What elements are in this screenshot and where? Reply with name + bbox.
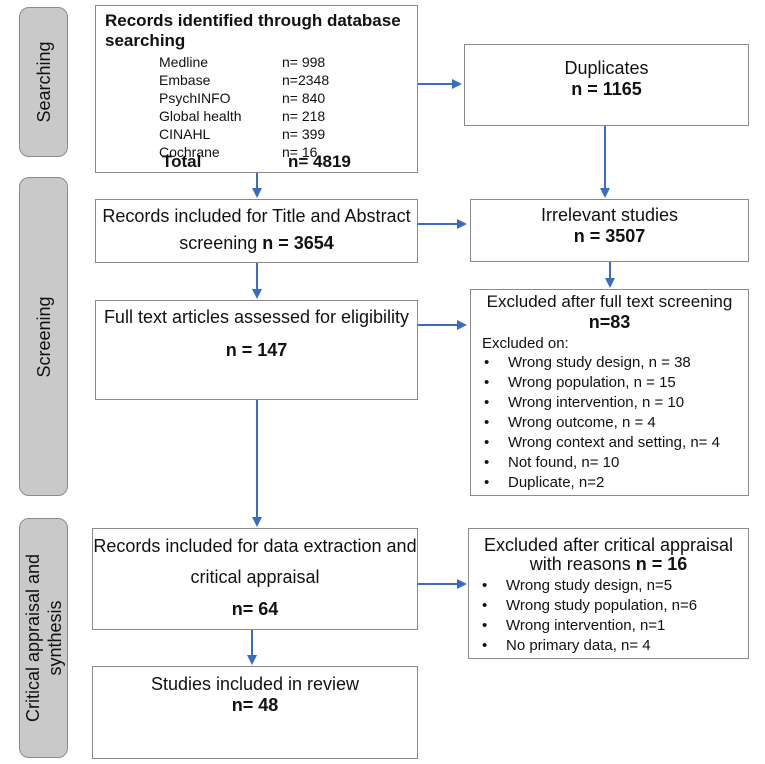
source-name: Medline xyxy=(159,54,209,70)
fulltext-label: Full text articles assessed for eligibil… xyxy=(103,307,410,327)
title-abstract-line1: Records included for Title and Abstract xyxy=(102,206,411,226)
excluded-fulltext-subtitle: Excluded on: xyxy=(482,335,569,352)
included-count: n= 48 xyxy=(231,695,279,715)
excluded-critical-reason: No primary data, n= 4 xyxy=(482,637,651,654)
excluded-fulltext-reason: Wrong study design, n = 38 xyxy=(484,354,691,371)
box-fulltext: Full text articles assessed for eligibil… xyxy=(95,300,418,400)
source-name: Embase xyxy=(159,72,211,88)
excluded-fulltext-reason: Wrong population, n = 15 xyxy=(484,374,676,391)
irrelevant-count: n = 3507 xyxy=(573,226,646,246)
box-excluded-fulltext: Excluded after full text screening n=83 … xyxy=(470,289,749,496)
identified-title-line2: searching xyxy=(105,31,186,50)
stage-critical-appraisal-label: Critical appraisal and synthesis xyxy=(22,553,65,723)
stage-critical-appraisal: Critical appraisal and synthesis xyxy=(19,518,68,758)
excluded-critical-title-line2: with reasons n = 16 xyxy=(529,554,688,574)
stage-screening-label: Screening xyxy=(33,295,54,378)
title-abstract-count: n = 3654 xyxy=(262,233,334,253)
excluded-fulltext-reason: Wrong outcome, n = 4 xyxy=(484,414,656,431)
excluded-critical-reason: Wrong study design, n=5 xyxy=(482,577,672,594)
stage-screening: Screening xyxy=(19,177,68,496)
excluded-fulltext-reason: Duplicate, n=2 xyxy=(484,474,604,491)
excluded-fulltext-reason: Wrong intervention, n = 10 xyxy=(484,394,684,411)
box-excluded-critical: Excluded after critical appraisal with r… xyxy=(468,528,749,659)
excluded-critical-title-line1: Excluded after critical appraisal xyxy=(483,535,734,555)
included-label: Studies included in review xyxy=(150,674,360,694)
excluded-critical-count: n = 16 xyxy=(635,554,688,574)
extraction-count: n= 64 xyxy=(231,599,279,619)
duplicates-count: n = 1165 xyxy=(571,79,642,99)
excluded-fulltext-reason: Wrong context and setting, n= 4 xyxy=(484,434,720,451)
source-name: Cochrane xyxy=(159,144,220,160)
source-count: n=2348 xyxy=(282,72,330,88)
box-irrelevant: Irrelevant studies n = 3507 xyxy=(470,199,749,262)
box-title-abstract: Records included for Title and Abstract … xyxy=(95,199,418,263)
stage-searching: Searching xyxy=(19,7,68,157)
source-count: n= 16 xyxy=(282,144,318,160)
duplicates-label: Duplicates xyxy=(564,58,649,78)
excluded-fulltext-title: Excluded after full text screening xyxy=(486,292,733,311)
box-studies-included: Studies included in review n= 48 xyxy=(92,666,418,759)
title-abstract-line2: screening n = 3654 xyxy=(179,233,334,253)
source-count: n= 399 xyxy=(282,126,326,142)
source-count: n= 218 xyxy=(282,108,326,124)
source-name: CINAHL xyxy=(159,126,211,142)
fulltext-count: n = 147 xyxy=(225,340,288,360)
excluded-fulltext-count: n=83 xyxy=(588,312,631,332)
box-records-identified: Records identified through database sear… xyxy=(95,5,418,173)
source-name: PsychINFO xyxy=(159,90,231,106)
source-count: n= 998 xyxy=(282,54,326,70)
excluded-critical-reason: Wrong intervention, n=1 xyxy=(482,617,665,634)
irrelevant-label: Irrelevant studies xyxy=(540,205,679,225)
box-data-extraction: Records included for data extraction and… xyxy=(92,528,418,630)
source-name: Global health xyxy=(159,108,242,124)
excluded-fulltext-reason: Not found, n= 10 xyxy=(484,454,619,471)
box-duplicates: Duplicates n = 1165 xyxy=(464,44,749,126)
excluded-critical-reason: Wrong study population, n=6 xyxy=(482,597,697,614)
identified-total-count: n= 4819 xyxy=(288,152,351,171)
source-count: n= 840 xyxy=(282,90,326,106)
identified-total-label: Total xyxy=(162,152,202,171)
extraction-line1: Records included for data extraction and xyxy=(93,536,417,556)
stage-searching-label: Searching xyxy=(33,41,54,123)
identified-title-line1: Records identified through database xyxy=(105,11,401,30)
extraction-line2: critical appraisal xyxy=(190,567,320,587)
